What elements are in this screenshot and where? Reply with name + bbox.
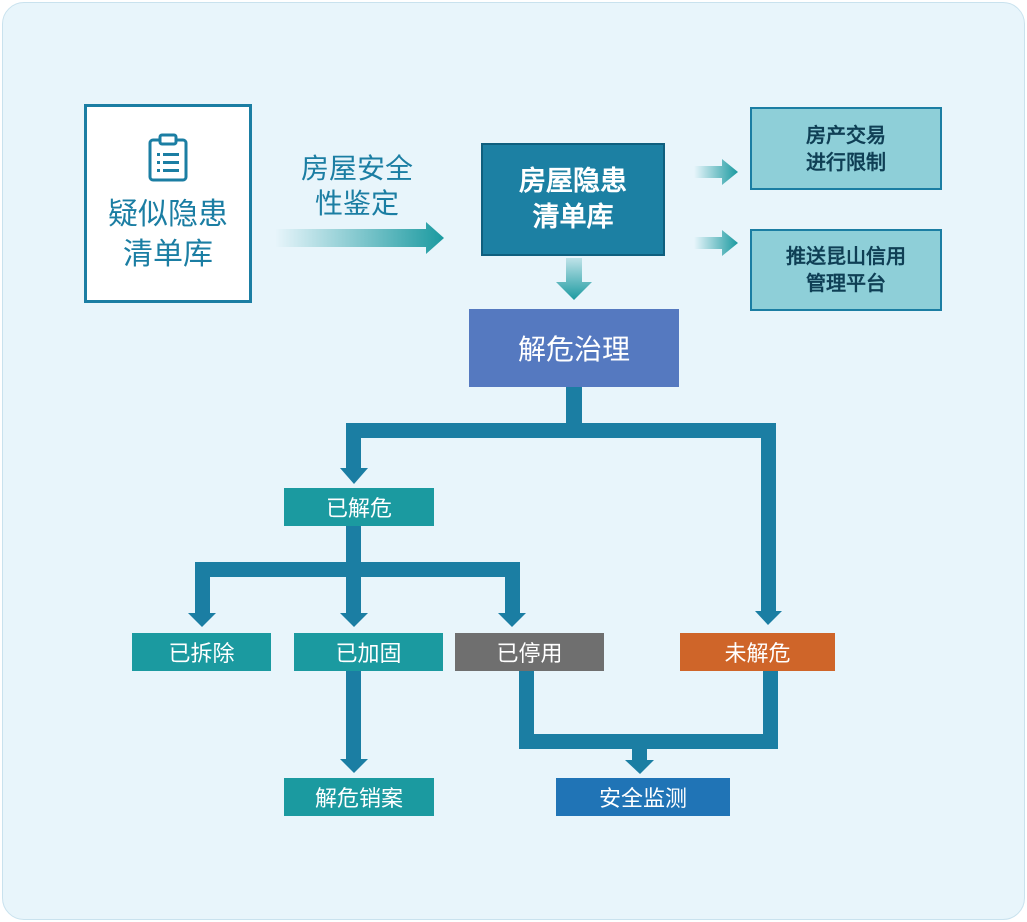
case-closed-label: 解危销案 (314, 787, 403, 812)
appraisal-arrow (275, 222, 444, 254)
safety-monitoring-box: 安全监测 (556, 778, 730, 816)
credit-arrow (694, 230, 738, 256)
suspect-list-label: 疑似隐患 清单库 (108, 196, 228, 272)
stopped-label: 已停用 (496, 642, 563, 667)
suspect-list-box: 疑似隐患 清单库 (84, 104, 252, 303)
demolished-box: 已拆除 (132, 633, 271, 671)
stopped-box: 已停用 (455, 633, 604, 671)
reinforced-label: 已加固 (335, 642, 402, 667)
credit-platform-label: 推送昆山信用 管理平台 (786, 244, 906, 295)
clipboard-icon (148, 133, 188, 181)
resolved-label: 已解危 (325, 497, 392, 522)
case-closed-box: 解危销案 (284, 778, 434, 816)
realty-restriction-box: 房产交易 进行限制 (750, 107, 942, 190)
hidden-danger-list-box: 房屋隐患 清单库 (481, 143, 665, 256)
governance-box: 解危治理 (469, 309, 679, 387)
credit-platform-box: 推送昆山信用 管理平台 (750, 229, 942, 311)
governance-arrow (556, 258, 592, 300)
governance-label: 解危治理 (517, 333, 630, 366)
resolved-box: 已解危 (284, 488, 434, 526)
unresolved-box: 未解危 (680, 633, 835, 671)
realty-restriction-label: 房产交易 进行限制 (806, 122, 886, 174)
realty-arrow (694, 159, 738, 185)
reinforced-box: 已加固 (294, 633, 443, 671)
demolished-label: 已拆除 (168, 642, 235, 667)
appraisal-label: 房屋安全 性鉴定 (300, 152, 413, 220)
hidden-danger-list-label: 房屋隐患 清单库 (519, 165, 627, 233)
safety-monitoring-label: 安全监测 (598, 787, 687, 812)
unresolved-label: 未解危 (724, 642, 791, 667)
